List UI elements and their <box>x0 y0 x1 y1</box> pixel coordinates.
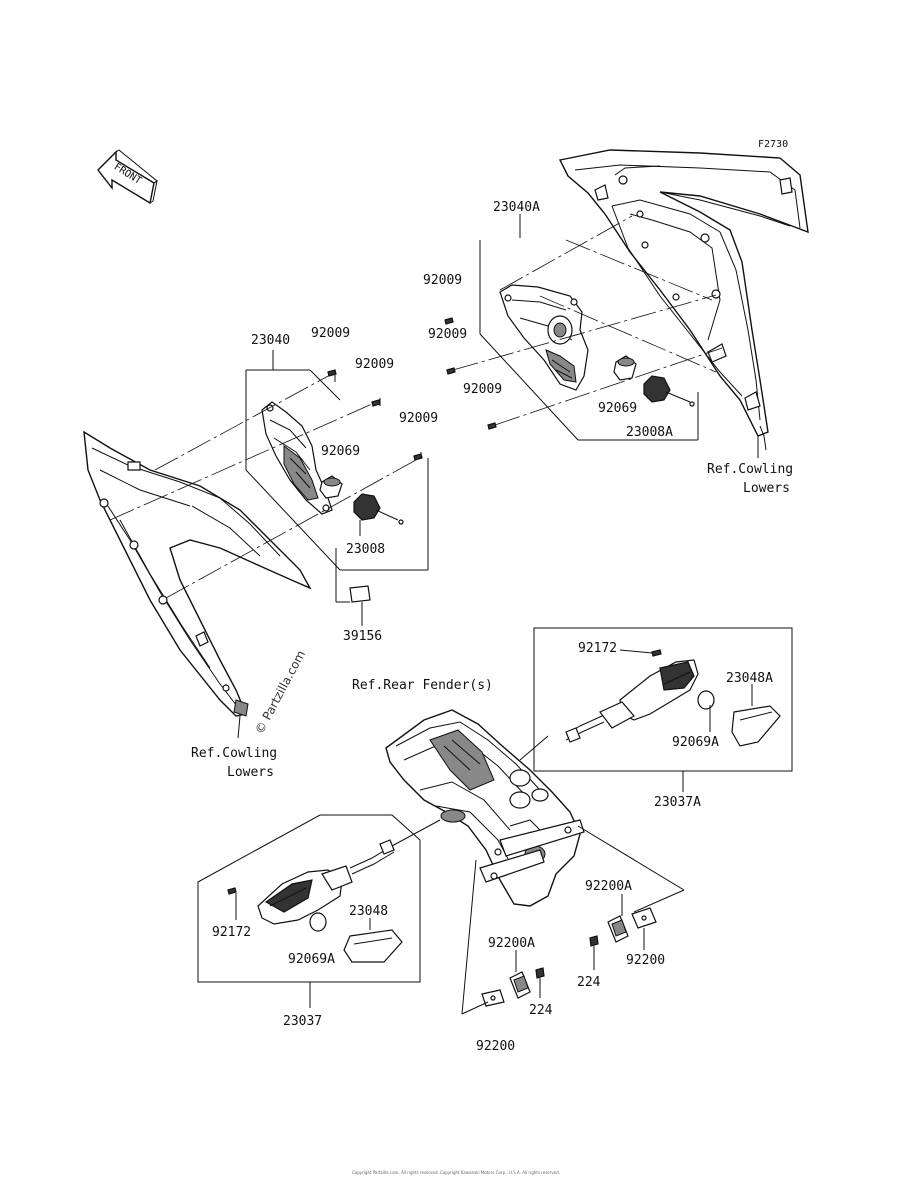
callout-92009-c: 92009 <box>463 382 502 397</box>
callout-23040A: 23040A <box>493 200 540 215</box>
left-cowling-lower-ref <box>83 430 312 739</box>
callout-39156: 39156 <box>343 629 382 644</box>
right-grommet-92069 <box>613 355 637 381</box>
callout-92200-right: 92200 <box>626 953 665 968</box>
left-grommet-92069 <box>319 475 343 499</box>
callout-92069A-right: 92069A <box>672 735 719 750</box>
ref-cowling-left-line1: Ref.Cowling <box>191 746 277 761</box>
plate-hardware-left <box>481 967 545 1007</box>
left-pad-39156 <box>349 585 371 603</box>
callout-23037A: 23037A <box>654 795 701 810</box>
callout-92009-e: 92009 <box>355 357 394 372</box>
callout-92009-a: 92009 <box>423 273 462 288</box>
callout-23040: 23040 <box>251 333 290 348</box>
callout-224-left: 224 <box>529 1003 553 1018</box>
ref-rear-fender: Ref.Rear Fender(s) <box>352 678 493 693</box>
callout-92069A-left: 92069A <box>288 952 335 967</box>
plate-hardware-right <box>589 907 657 947</box>
right-leaders <box>452 214 759 458</box>
left-nut-23008 <box>353 493 404 525</box>
callout-92009-d: 92009 <box>311 326 350 341</box>
right-cowling-lower-ref <box>558 149 809 451</box>
callout-224-right: 224 <box>577 975 601 990</box>
left-leaders <box>109 350 429 626</box>
right-screws-92009 <box>444 317 497 430</box>
left-screws-92009 <box>327 369 423 461</box>
figure-code: F2730 <box>758 139 788 150</box>
right-turn-signal-23037A <box>565 649 781 747</box>
callout-92172-left: 92172 <box>212 925 251 940</box>
callout-23037: 23037 <box>283 1014 322 1029</box>
left-signal-leaders <box>197 814 441 1008</box>
callout-92200A-left: 92200A <box>488 936 535 951</box>
callout-92009-f: 92009 <box>399 411 438 426</box>
callout-23008A: 23008A <box>626 425 673 440</box>
ref-cowling-right-line2: Lowers <box>743 481 790 496</box>
watermark: © Partzilla.com <box>252 648 308 736</box>
right-signal-leaders <box>519 627 793 792</box>
callout-92172-right: 92172 <box>578 641 617 656</box>
callout-92069-right: 92069 <box>598 401 637 416</box>
callout-92069-left: 92069 <box>321 444 360 459</box>
rear-fender-ref <box>385 709 585 907</box>
left-turn-signal-23037 <box>227 839 403 963</box>
callout-23048A: 23048A <box>726 671 773 686</box>
right-mirror-bracket-23040A <box>499 284 589 391</box>
ref-cowling-left-line2: Lowers <box>227 765 274 780</box>
callout-23048: 23048 <box>349 904 388 919</box>
right-nut-23008A <box>643 375 695 407</box>
front-direction-arrow-icon: FRONT <box>97 149 158 205</box>
left-mirror-bracket-23040 <box>261 401 333 515</box>
ref-cowling-right-line1: Ref.Cowling <box>707 462 793 477</box>
callout-92200A-right: 92200A <box>585 879 632 894</box>
plate-hardware-leaders <box>461 825 685 1015</box>
callout-92009-b: 92009 <box>428 327 467 342</box>
callout-23008: 23008 <box>346 542 385 557</box>
footer-copyright: Copyright Partzilla.com. All rights rese… <box>352 1170 560 1175</box>
callout-92200-left: 92200 <box>476 1039 515 1054</box>
